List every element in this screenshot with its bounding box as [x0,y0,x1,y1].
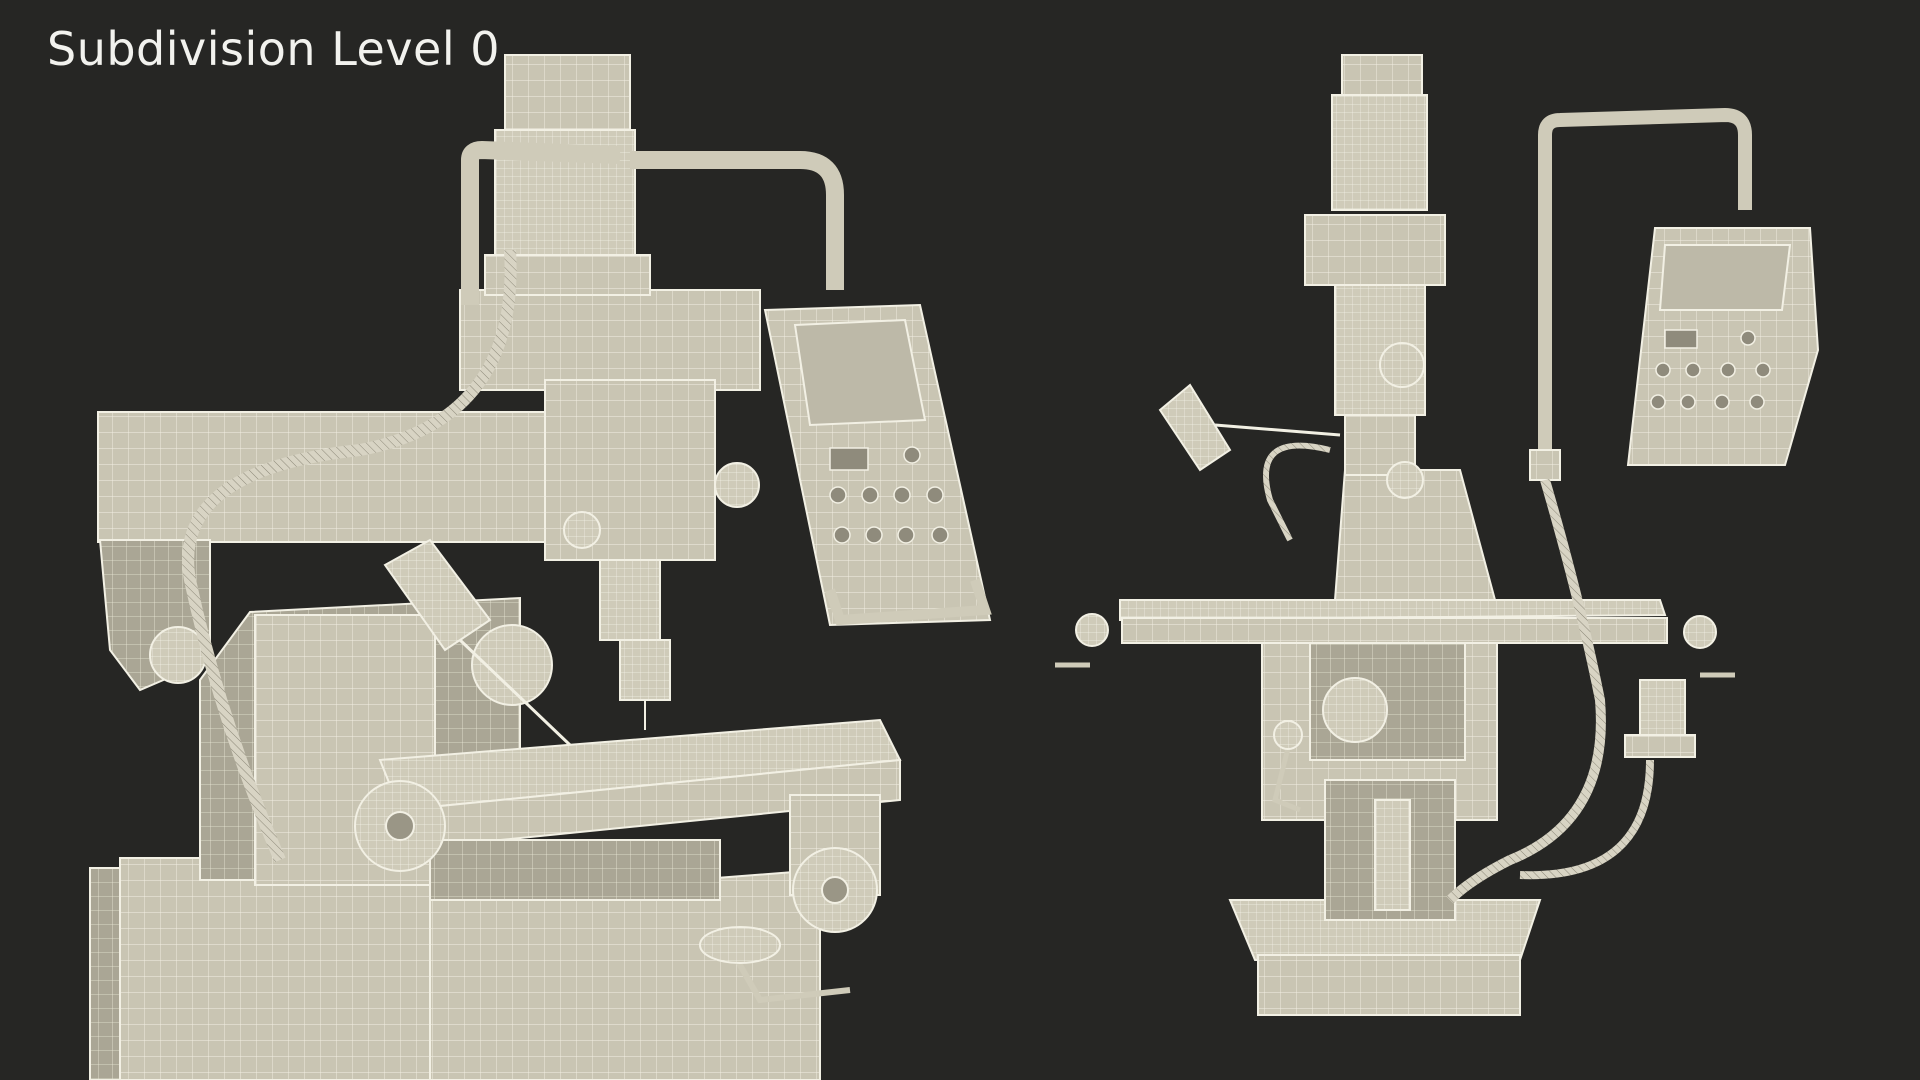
milling-machine-full [1055,54,1820,1016]
milling-machine-closeup [89,54,992,1080]
subdivision-level-caption: Subdivision Level 0 [47,22,501,76]
